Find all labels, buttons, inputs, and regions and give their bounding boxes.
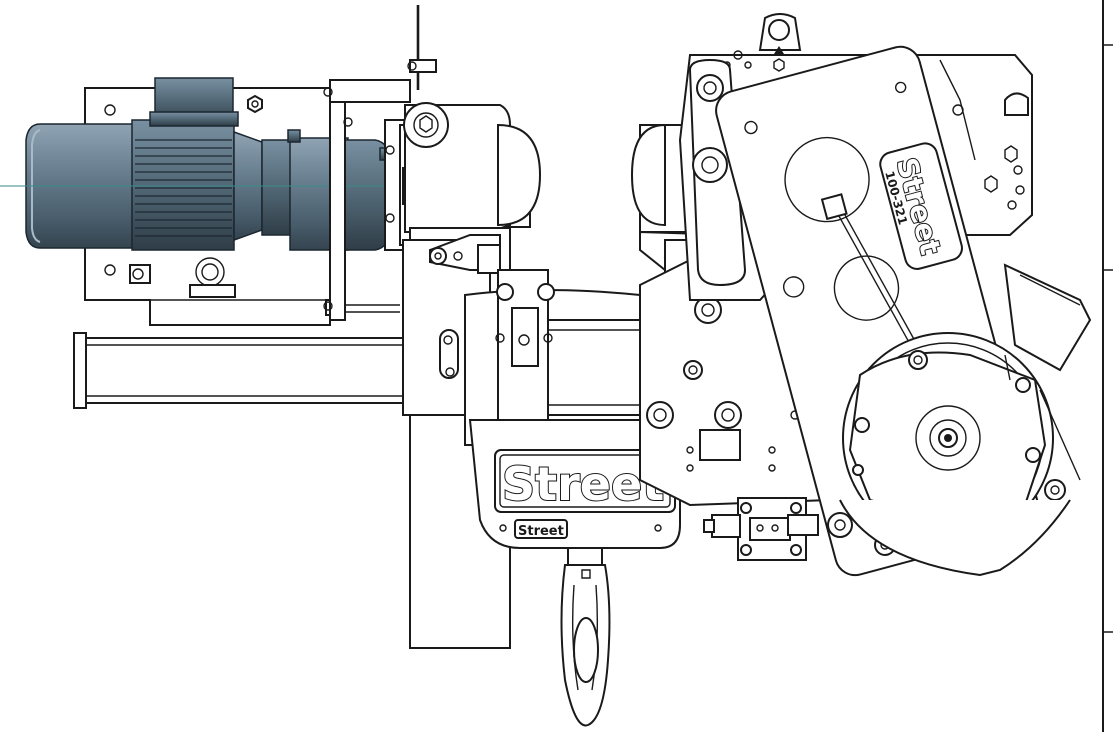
drawing-frame — [1102, 0, 1113, 732]
drive-shaft-tube — [73, 332, 407, 409]
gearbox-side-bracket — [939, 59, 1092, 372]
load-hook — [560, 547, 611, 727]
electric-motor — [25, 77, 393, 251]
hook-block-body: Street Street — [468, 419, 681, 549]
carriage-brand-logo: Street — [502, 457, 664, 511]
left-side-plate — [402, 234, 501, 416]
limit-switch — [703, 497, 853, 561]
motor-mount-bracket — [323, 5, 437, 321]
cooling-fins — [135, 139, 232, 237]
central-load-bar — [464, 269, 651, 446]
brake-drum — [839, 332, 1081, 577]
nameplate-brand-logo: Street — [518, 524, 564, 539]
